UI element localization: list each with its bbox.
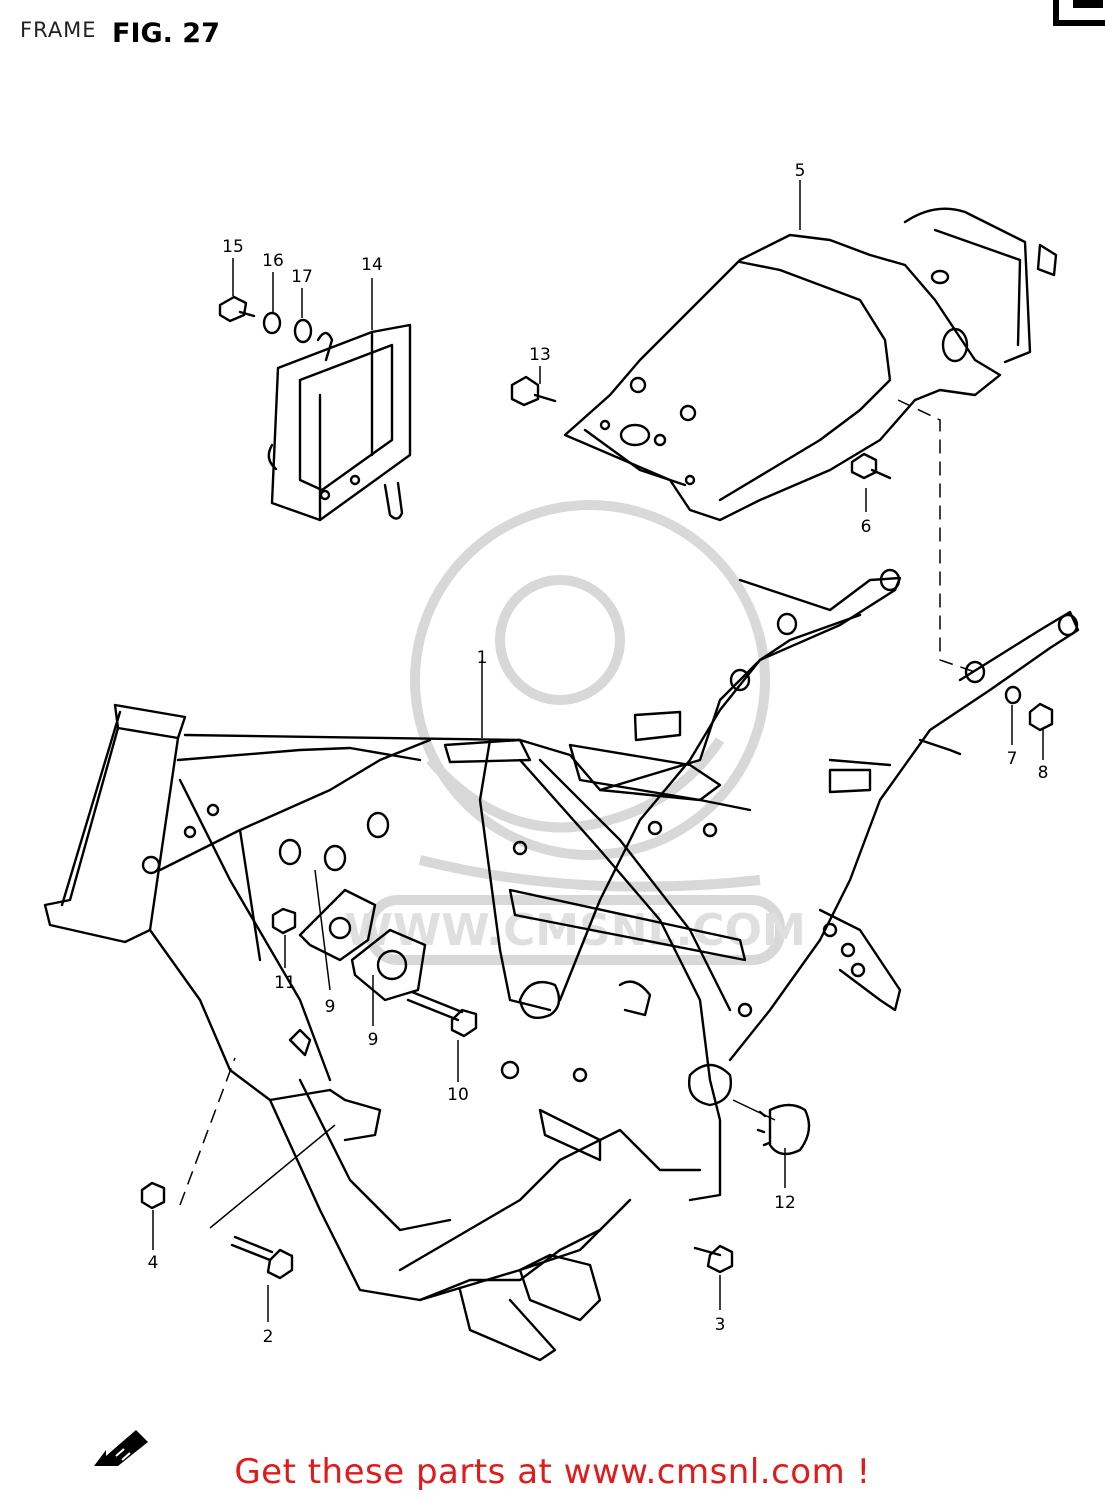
callout-9-lower: 9 xyxy=(368,1030,379,1050)
callout-14: 14 xyxy=(361,255,383,275)
engine-mount-bracket-upper xyxy=(298,888,377,962)
svg-text:WWW.CMSNL.COM: WWW.CMSNL.COM xyxy=(344,905,806,956)
callout-5: 5 xyxy=(795,161,806,181)
nut-4 xyxy=(140,1181,166,1210)
main-frame xyxy=(43,568,1080,1362)
section-label: FRAME xyxy=(20,18,97,42)
callout-16: 16 xyxy=(262,251,284,271)
callout-12: 12 xyxy=(774,1193,796,1213)
callout-13: 13 xyxy=(529,345,551,365)
callout-3: 3 xyxy=(715,1315,726,1335)
callout-10: 10 xyxy=(447,1085,469,1105)
callout-11: 11 xyxy=(274,973,296,993)
callout-8: 8 xyxy=(1038,763,1049,783)
bolt-10 xyxy=(406,990,478,1038)
callout-6: 6 xyxy=(861,517,872,537)
bolt-13 xyxy=(510,375,557,407)
nut-11 xyxy=(271,907,297,935)
cap-12 xyxy=(756,1103,811,1156)
callout-2: 2 xyxy=(263,1327,274,1347)
bolt-3 xyxy=(693,1244,734,1274)
corner-marker xyxy=(1053,0,1105,26)
callout-15: 15 xyxy=(222,237,244,257)
washer-17 xyxy=(293,318,313,344)
engine-mount-bracket-lower xyxy=(350,928,427,1002)
callout-4: 4 xyxy=(148,1253,159,1273)
front-arrow-icon xyxy=(94,1430,148,1466)
callout-7: 7 xyxy=(1007,749,1018,769)
callout-17: 17 xyxy=(291,267,313,287)
footer-parts-link[interactable]: Get these parts at www.cmsnl.com ! xyxy=(234,1452,871,1492)
battery-bracket xyxy=(267,323,412,522)
bolt-15 xyxy=(218,295,256,323)
callout-9-upper: 9 xyxy=(325,997,336,1017)
collar-7 xyxy=(1004,685,1022,705)
bolt-2 xyxy=(230,1235,294,1280)
callout-1: 1 xyxy=(477,648,488,668)
cms-mascot-watermark-icon: WWW.CMSNL.COM xyxy=(344,500,806,965)
bolt-6 xyxy=(850,452,892,480)
nut-8 xyxy=(1028,702,1054,732)
figure-title: FIG. 27 xyxy=(112,18,220,49)
washer-16 xyxy=(262,311,282,335)
rear-fender xyxy=(563,207,1058,522)
